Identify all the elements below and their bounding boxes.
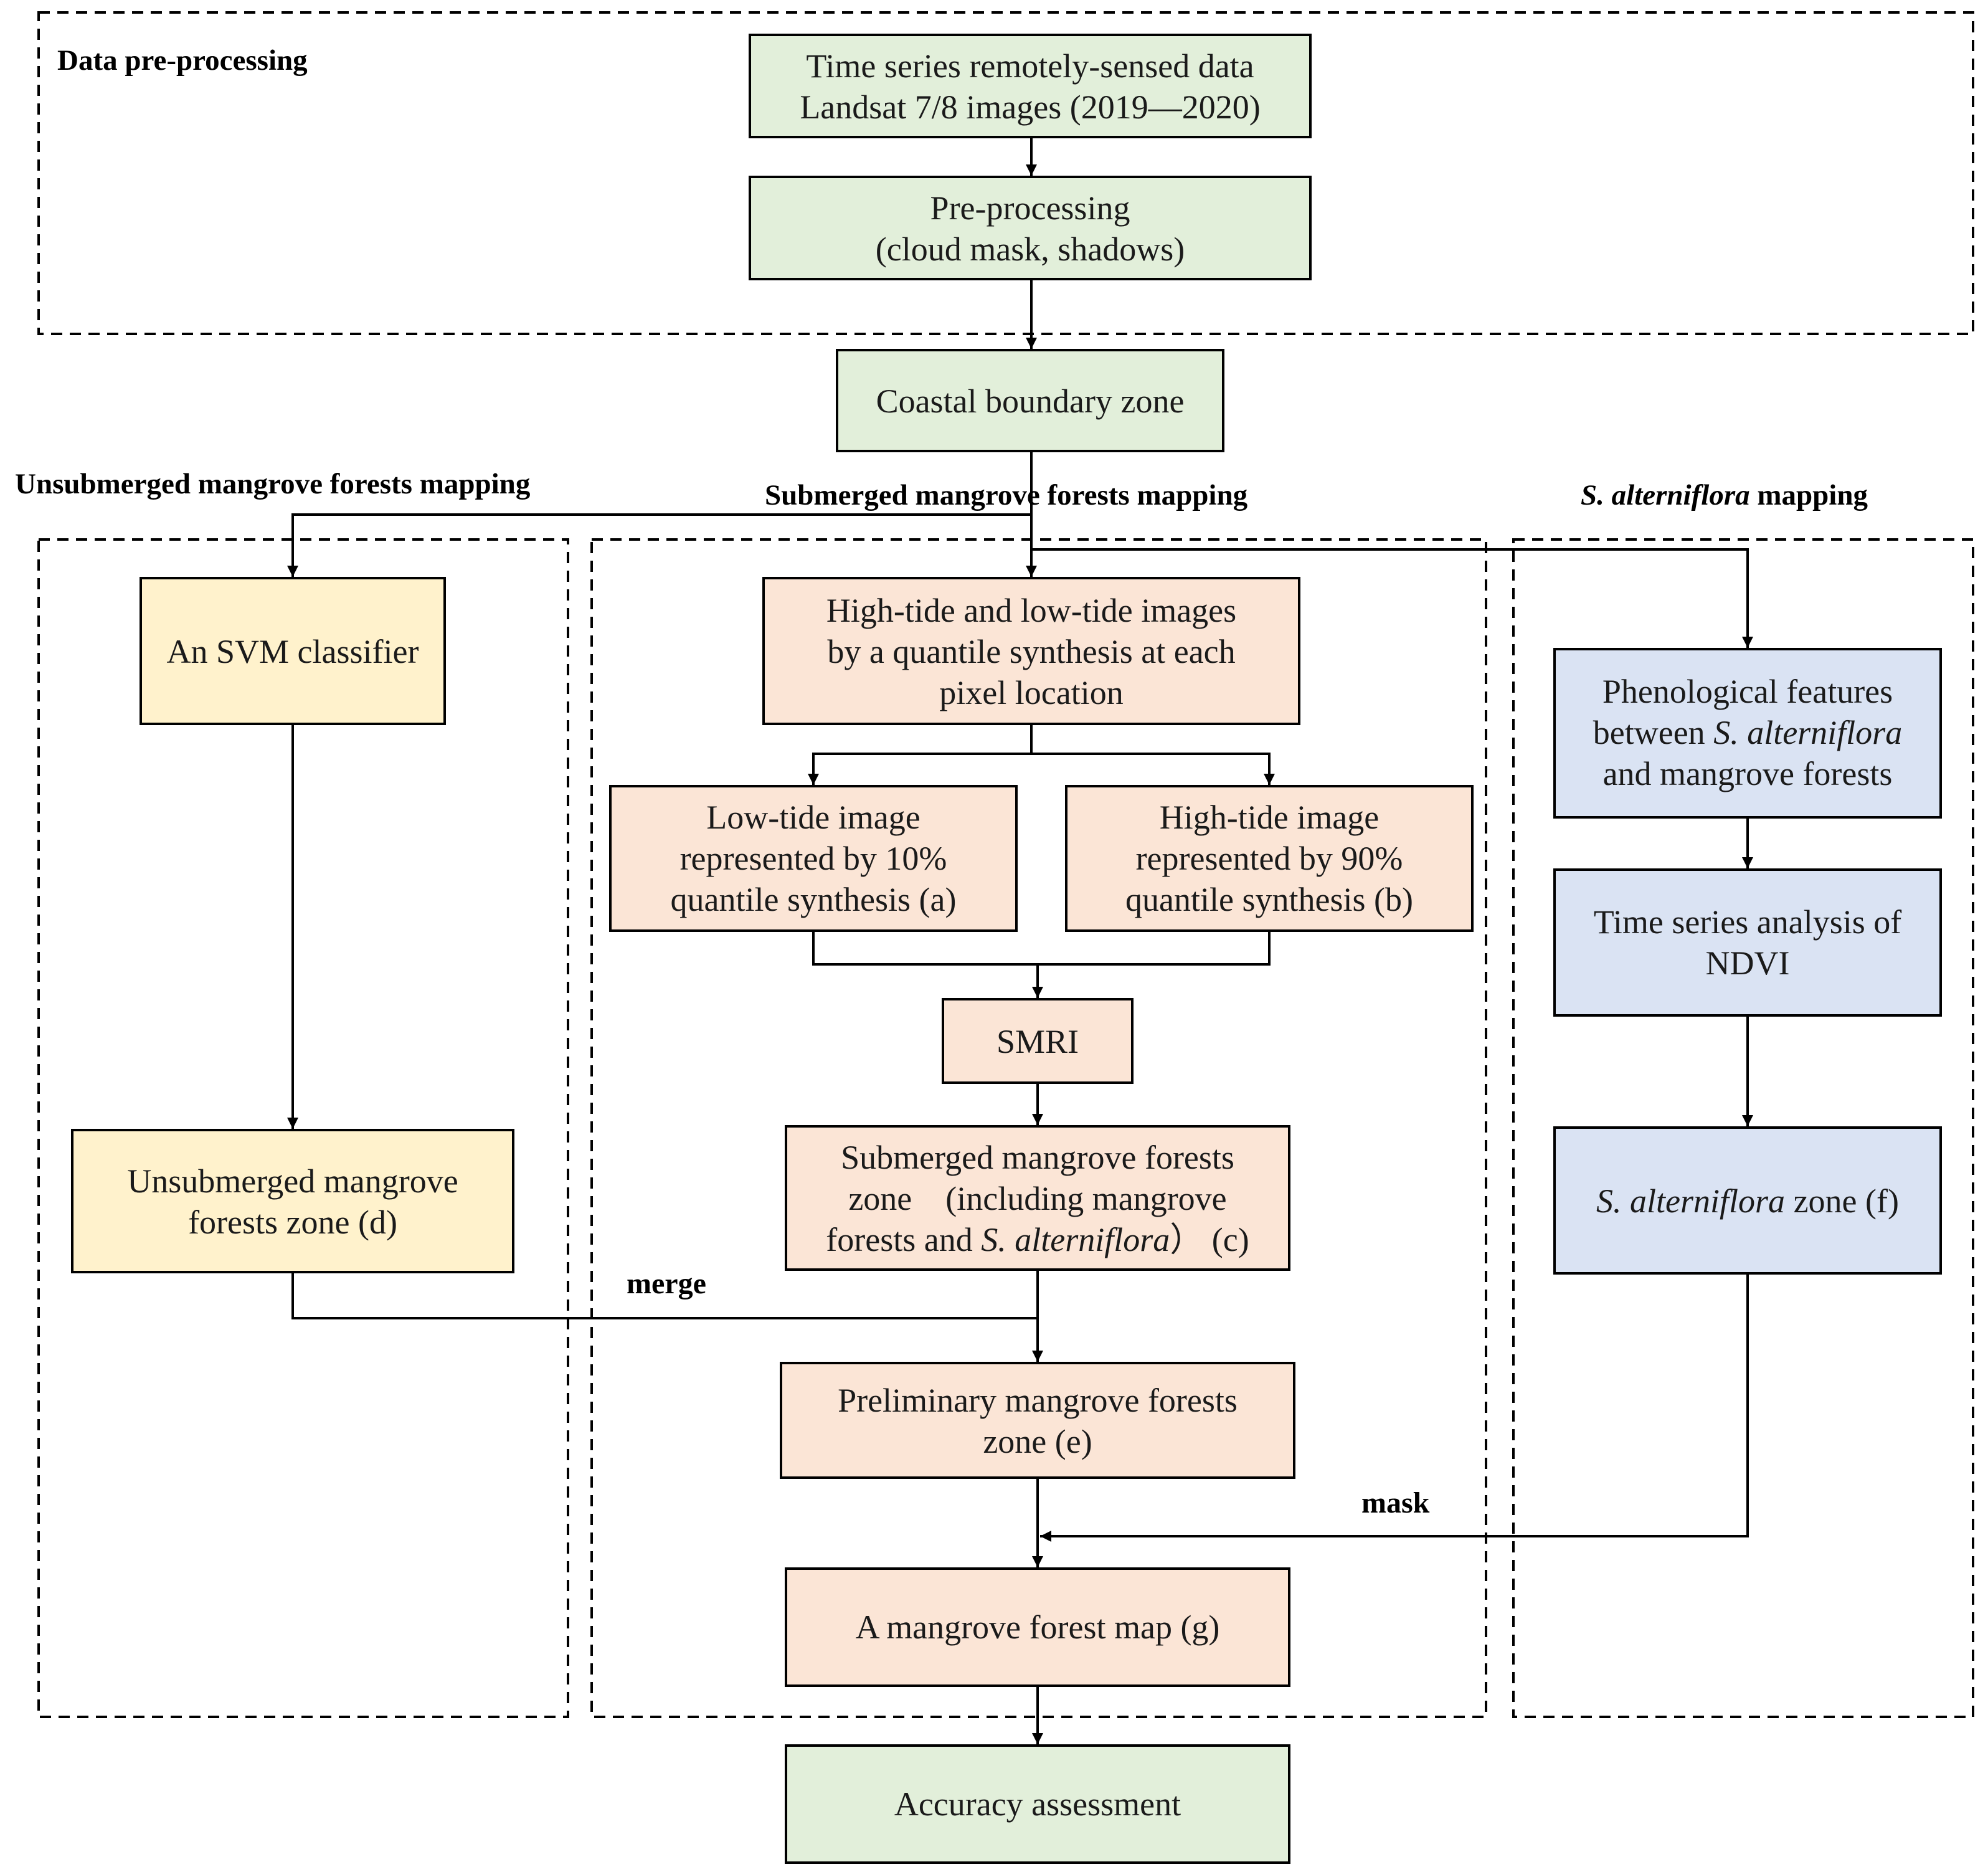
low-tide-line-1: Low-tide image: [706, 799, 920, 836]
node-high-tide-image: High-tide image represented by 90% quant…: [1065, 785, 1474, 932]
node-mangrove-forest-map: A mangrove forest map (g): [785, 1567, 1290, 1687]
region-title-alterniflora: S. alterniflora mapping: [1581, 479, 1868, 511]
node-low-tide-image: Low-tide image represented by 10% quanti…: [609, 785, 1018, 932]
submerged-line-2: zone (including mangrove: [848, 1180, 1226, 1217]
node-high-low-tide-images: High-tide and low-tide images by a quant…: [762, 577, 1300, 725]
high-tide-line-2: represented by 90%: [1136, 840, 1403, 877]
arrow-to-svm: [287, 513, 1031, 577]
ndvi-line-2: NDVI: [1706, 944, 1790, 982]
node-time-series: Time series remotely-sensed data Landsat…: [749, 34, 1312, 138]
node-preprocessing: Pre-processing (cloud mask, shadows): [749, 176, 1312, 280]
node-accuracy-assessment: Accuracy assessment: [785, 1744, 1290, 1864]
region-title-unsubmerged: Unsubmerged mangrove forests mapping: [15, 468, 531, 500]
smri-line-1: SMRI: [996, 1023, 1079, 1060]
coastal-line-1: Coastal boundary zone: [876, 382, 1185, 420]
preprocessing-line-1: Pre-processing: [930, 189, 1130, 227]
high-tide-line-1: High-tide image: [1160, 799, 1379, 836]
final-map-line-1: A mangrove forest map (g): [856, 1608, 1220, 1646]
time-series-line-1: Time series remotely-sensed data: [806, 47, 1254, 85]
line-merge-left: [291, 1272, 1038, 1319]
region-unsubmerged-mapping: [37, 538, 569, 1718]
low-tide-line-2: represented by 10%: [680, 840, 947, 877]
node-coastal-boundary: Coastal boundary zone: [836, 349, 1224, 452]
low-tide-line-3: quantile synthesis (a): [671, 881, 957, 918]
high-low-line-1: High-tide and low-tide images: [826, 592, 1236, 629]
merge-label: merge: [627, 1267, 706, 1300]
region-alterniflora-mapping: [1512, 538, 1974, 1718]
unsubmerged-line-2: forests zone (d): [188, 1204, 397, 1241]
connectors: [287, 138, 1753, 1744]
node-ndvi-analysis: Time series analysis of NDVI: [1553, 868, 1942, 1017]
high-low-line-3: pixel location: [939, 674, 1123, 711]
region-title-data-preprocessing: Data pre-processing: [57, 44, 308, 77]
mask-label: mask: [1361, 1486, 1430, 1519]
phenology-line-2: between S. alterniflora: [1593, 714, 1902, 751]
preliminary-line-2: zone (e): [983, 1423, 1092, 1460]
region-title-submerged: Submerged mangrove forests mapping: [765, 479, 1248, 511]
time-series-line-2: Landsat 7/8 images (2019—2020): [800, 88, 1260, 126]
node-svm-classifier: An SVM classifier: [140, 577, 446, 725]
arrow-to-low-tide: [808, 753, 1031, 785]
region-submerged-mapping: [590, 538, 1487, 1718]
node-smri: SMRI: [942, 998, 1134, 1084]
node-submerged-zone: Submerged mangrove forests zone (includi…: [785, 1125, 1290, 1271]
phenology-line-1: Phenological features: [1602, 673, 1893, 710]
node-alterniflora-zone: S. alterniflora zone (f): [1553, 1126, 1942, 1275]
preliminary-line-1: Preliminary mangrove forests: [838, 1382, 1238, 1419]
preprocessing-line-2: (cloud mask, shadows): [876, 230, 1185, 268]
arrow-to-phenology: [1031, 548, 1753, 648]
arrow-mask: [1040, 1273, 1749, 1542]
phenology-line-3: and mangrove forests: [1603, 755, 1893, 792]
submerged-line-3: forests and S. alterniflora） (c): [826, 1221, 1249, 1258]
unsubmerged-line-1: Unsubmerged mangrove: [127, 1162, 458, 1200]
alterniflora-zone-line-1: S. alterniflora zone (f): [1596, 1182, 1899, 1220]
ndvi-line-1: Time series analysis of: [1594, 903, 1901, 941]
high-tide-line-3: quantile synthesis (b): [1125, 881, 1413, 918]
node-preliminary-zone: Preliminary mangrove forests zone (e): [780, 1362, 1295, 1479]
accuracy-line-1: Accuracy assessment: [894, 1785, 1181, 1823]
high-low-line-2: by a quantile synthesis at each: [827, 633, 1235, 670]
node-unsubmerged-zone: Unsubmerged mangrove forests zone (d): [71, 1129, 514, 1273]
submerged-line-1: Submerged mangrove forests: [841, 1139, 1234, 1176]
arrow-to-high-tide: [1031, 753, 1275, 785]
region-data-preprocessing: [37, 11, 1974, 335]
line-low-tide-join: [812, 931, 1271, 966]
node-phenological-features: Phenological features between S. alterni…: [1553, 648, 1942, 819]
svm-line-1: An SVM classifier: [167, 633, 419, 670]
